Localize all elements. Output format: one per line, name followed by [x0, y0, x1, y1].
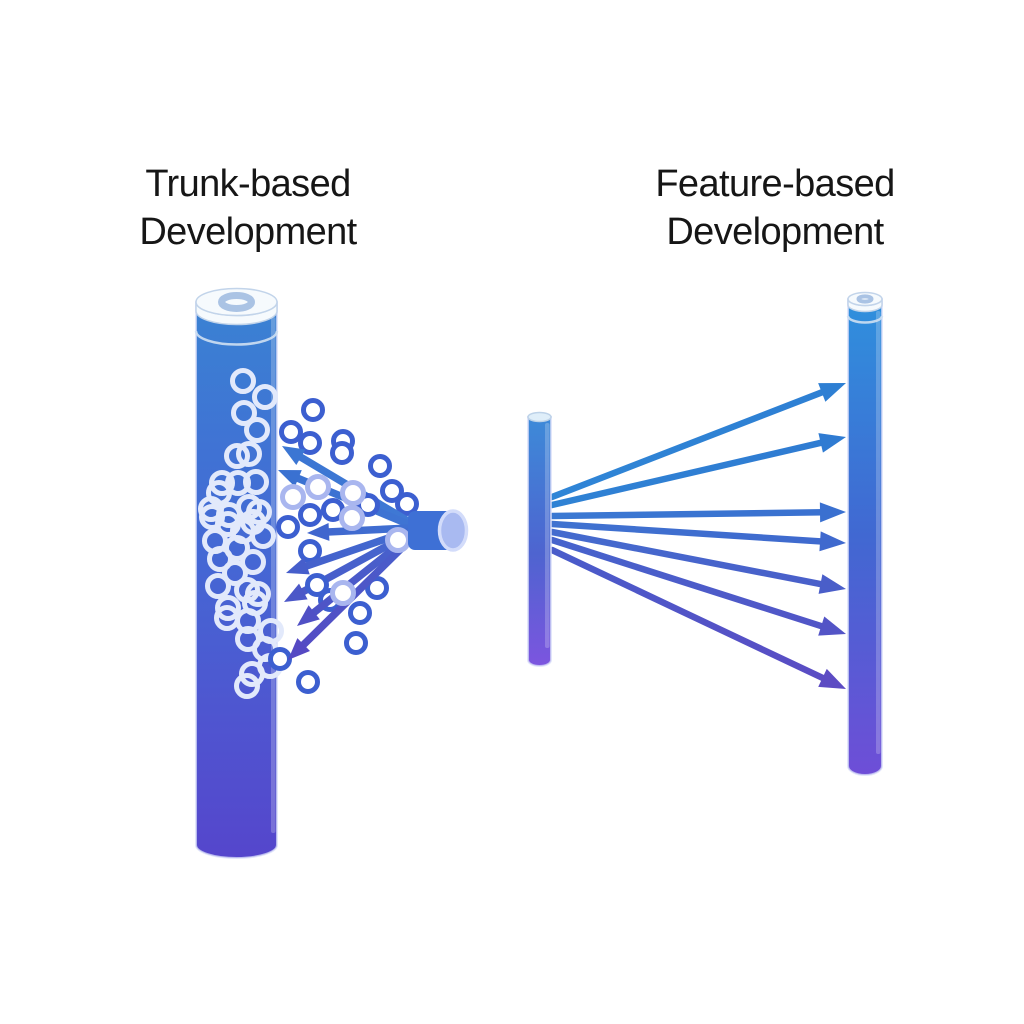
commit-ring-blue: [301, 398, 325, 422]
feature-main-cylinder-body: [847, 298, 883, 776]
commit-ring-accent: [385, 527, 411, 553]
commit-ring-light: [240, 549, 266, 575]
commit-ring-blue: [395, 492, 419, 516]
commit-ring-light: [225, 470, 251, 496]
commit-ring-accent: [330, 580, 356, 606]
commit-ring-blue: [268, 647, 292, 671]
commit-ring-blue: [365, 576, 389, 600]
commit-ring-blue: [298, 431, 322, 455]
commit-ring-blue: [298, 539, 322, 563]
feature-arrow-3-shaft: [548, 509, 828, 520]
commit-ring-light: [207, 546, 233, 572]
commit-ring-light: [252, 384, 278, 410]
commit-ring-light: [235, 608, 261, 634]
feature-arrow-7-head: [818, 668, 846, 689]
commit-ring-blue: [298, 503, 322, 527]
commit-ring-light: [215, 595, 241, 621]
trunk-cylinder-seam: [194, 330, 279, 346]
feature-arrow-2: [548, 433, 846, 509]
source-cylinder-cap: [437, 509, 469, 552]
feature-arrow-4-head: [819, 531, 846, 552]
trunk-cylinder-top-ring: [218, 292, 255, 312]
feature-arrow-1-head: [818, 383, 846, 402]
commit-ring-light: [205, 573, 231, 599]
commit-ring-blue: [368, 454, 392, 478]
feature-branch-cylinder: [527, 411, 552, 667]
feature-arrow-1: [548, 383, 846, 501]
trunk-cylinder-highlight: [271, 317, 276, 833]
merge-arrow-2-head: [278, 470, 302, 487]
feature-arrow-1-shaft: [548, 387, 829, 501]
commit-ring-light: [234, 673, 260, 699]
feature-arrow-5-shaft: [548, 528, 828, 589]
feature-main-cylinder-seam: [846, 315, 884, 324]
merge-arrow-3-head: [307, 522, 330, 541]
merge-arrow-7-head: [288, 638, 310, 660]
feature-arrow-4-shaft: [548, 520, 828, 545]
commit-ring-light: [244, 417, 270, 443]
feature-branch-cylinder-top-cap: [527, 411, 552, 423]
merge-arrow-1-head: [282, 446, 306, 465]
commit-ring-blue: [276, 515, 300, 539]
commit-ring-blue: [330, 441, 354, 465]
feature-arrow-7-shaft: [548, 546, 830, 683]
commit-ring-light: [230, 368, 256, 394]
feature-branch-cylinder-highlight: [545, 423, 550, 648]
commit-ring-light: [231, 400, 257, 426]
commit-ring-light: [239, 661, 265, 687]
commit-ring-accent: [340, 480, 366, 506]
feature-arrow-2-head: [818, 433, 846, 453]
feature-arrow-6-shaft: [548, 536, 829, 631]
commit-ring-blue: [279, 420, 303, 444]
merge-arrow-5-head: [284, 583, 308, 602]
commit-ring-light: [222, 560, 248, 586]
feature-arrow-3-head: [819, 502, 846, 523]
feature-arrow-2-shaft: [548, 438, 828, 509]
commit-ring-accent: [305, 474, 331, 500]
feature-main-cylinder-top-cap: [847, 291, 883, 307]
commit-ring-accent: [339, 505, 365, 531]
feature-arrow-4: [548, 520, 846, 552]
trunk-cylinder-top-cap: [195, 287, 278, 317]
commit-ring-light: [224, 443, 250, 469]
feature-arrow-6-head: [818, 616, 846, 636]
feature-arrow-6: [548, 536, 846, 636]
feature-arrow-5-head: [818, 574, 846, 594]
source-cylinder: [408, 509, 469, 552]
feature-arrow-7: [548, 546, 846, 689]
commit-ring-blue: [380, 479, 404, 503]
feature-main-cylinder-top-ring: [856, 294, 874, 304]
commit-ring-blue: [305, 573, 329, 597]
merge-arrow-6-head: [297, 605, 320, 626]
commit-ring-blue: [344, 631, 368, 655]
commit-ring-accent: [280, 484, 306, 510]
feature-arrow-5: [548, 528, 846, 594]
commit-ring-blue: [296, 670, 320, 694]
commit-ring-light: [250, 523, 276, 549]
commit-ring-light: [243, 469, 269, 495]
merge-arrow-4-head: [286, 557, 310, 575]
left-panel-title: Trunk-based Development: [139, 163, 357, 253]
feature-branch-cylinder-body: [527, 416, 552, 667]
right-panel-title: Feature-based Development: [655, 163, 895, 253]
commit-ring-light: [236, 441, 262, 467]
feature-arrow-3: [548, 502, 846, 523]
feature-main-cylinder-highlight: [876, 311, 881, 754]
commit-ring-blue: [348, 601, 372, 625]
feature-main-cylinder: [846, 291, 884, 776]
